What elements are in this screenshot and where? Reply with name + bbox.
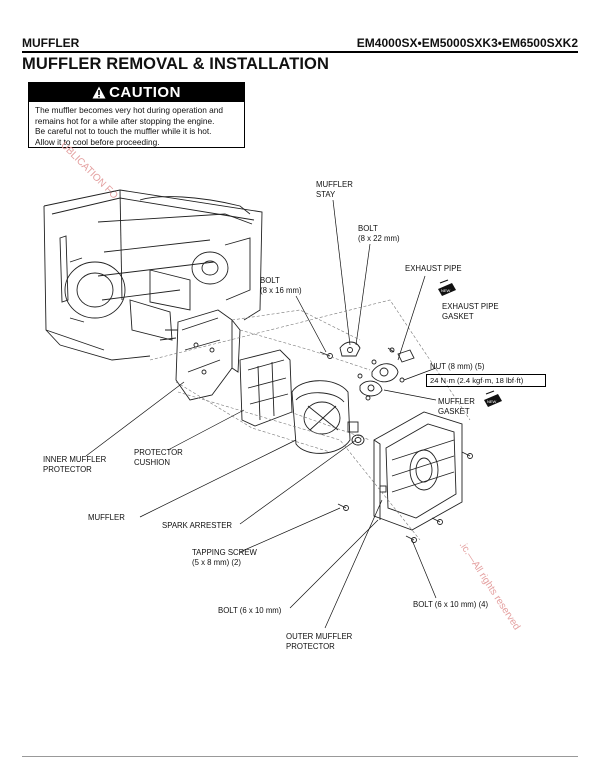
svg-text:NEW: NEW	[441, 288, 451, 293]
header-rule	[22, 51, 578, 53]
warning-triangle-icon	[92, 86, 106, 99]
inner-muffler-protector	[175, 309, 241, 401]
svg-text:NEW: NEW	[487, 399, 497, 404]
muffler-stay	[339, 341, 361, 357]
caution-line: Be careful not to touch the muffler whil…	[35, 126, 212, 136]
caution-heading-text: CAUTION	[109, 84, 181, 101]
caution-text: The muffler becomes very hot during oper…	[29, 102, 244, 147]
label-spark-arrester: SPARK ARRESTER	[162, 521, 233, 530]
muffler-gasket	[359, 380, 383, 397]
spark-arrester	[351, 434, 365, 446]
footer-rule	[22, 756, 578, 757]
caution-box: CAUTION The muffler becomes very hot dur…	[28, 82, 245, 148]
caution-heading: CAUTION	[29, 83, 244, 102]
muffler-body	[291, 380, 359, 454]
new-part-icon: NEW	[484, 390, 502, 407]
page-title: MUFFLER REMOVAL & INSTALLATION	[22, 55, 330, 73]
label-bolt-8x22: BOLT(8 x 22 mm)	[358, 224, 400, 243]
caution-line: Allow it to cool before proceeding.	[35, 136, 160, 147]
label-bolt-6x10-right: BOLT (6 x 10 mm) (4)	[413, 600, 489, 609]
fasteners	[319, 347, 473, 543]
generator-frame	[43, 189, 263, 361]
leader-lines	[85, 199, 437, 629]
label-tapping-screw: TAPPING SCREW(5 x 8 mm) (2)	[192, 548, 257, 567]
label-bolt-8x16: BOLT(8 x 16 mm)	[260, 276, 302, 295]
new-part-icon: NEW	[438, 279, 456, 296]
protector-cushion	[239, 349, 293, 427]
label-exhaust-pipe: EXHAUST PIPE	[405, 264, 462, 273]
section-title: MUFFLER	[22, 36, 80, 50]
label-bolt-6x10-left: BOLT (6 x 10 mm)	[218, 606, 282, 615]
outer-muffler-protector	[373, 411, 463, 531]
label-muffler: MUFFLER	[88, 513, 125, 522]
torque-spec: 24 N·m (2.4 kgf·m, 18 lbf·ft)	[426, 374, 546, 387]
caution-line: The muffler becomes very hot during oper…	[35, 105, 224, 115]
label-nut: NUT (8 mm) (5)	[430, 362, 485, 371]
caution-line: remains hot for a while after stopping t…	[35, 115, 215, 126]
exhaust-pipe-gasket	[371, 349, 415, 383]
assembly-guides	[149, 299, 471, 541]
model-list: EM4000SX•EM5000SXK3•EM6500SXK2	[356, 36, 578, 50]
